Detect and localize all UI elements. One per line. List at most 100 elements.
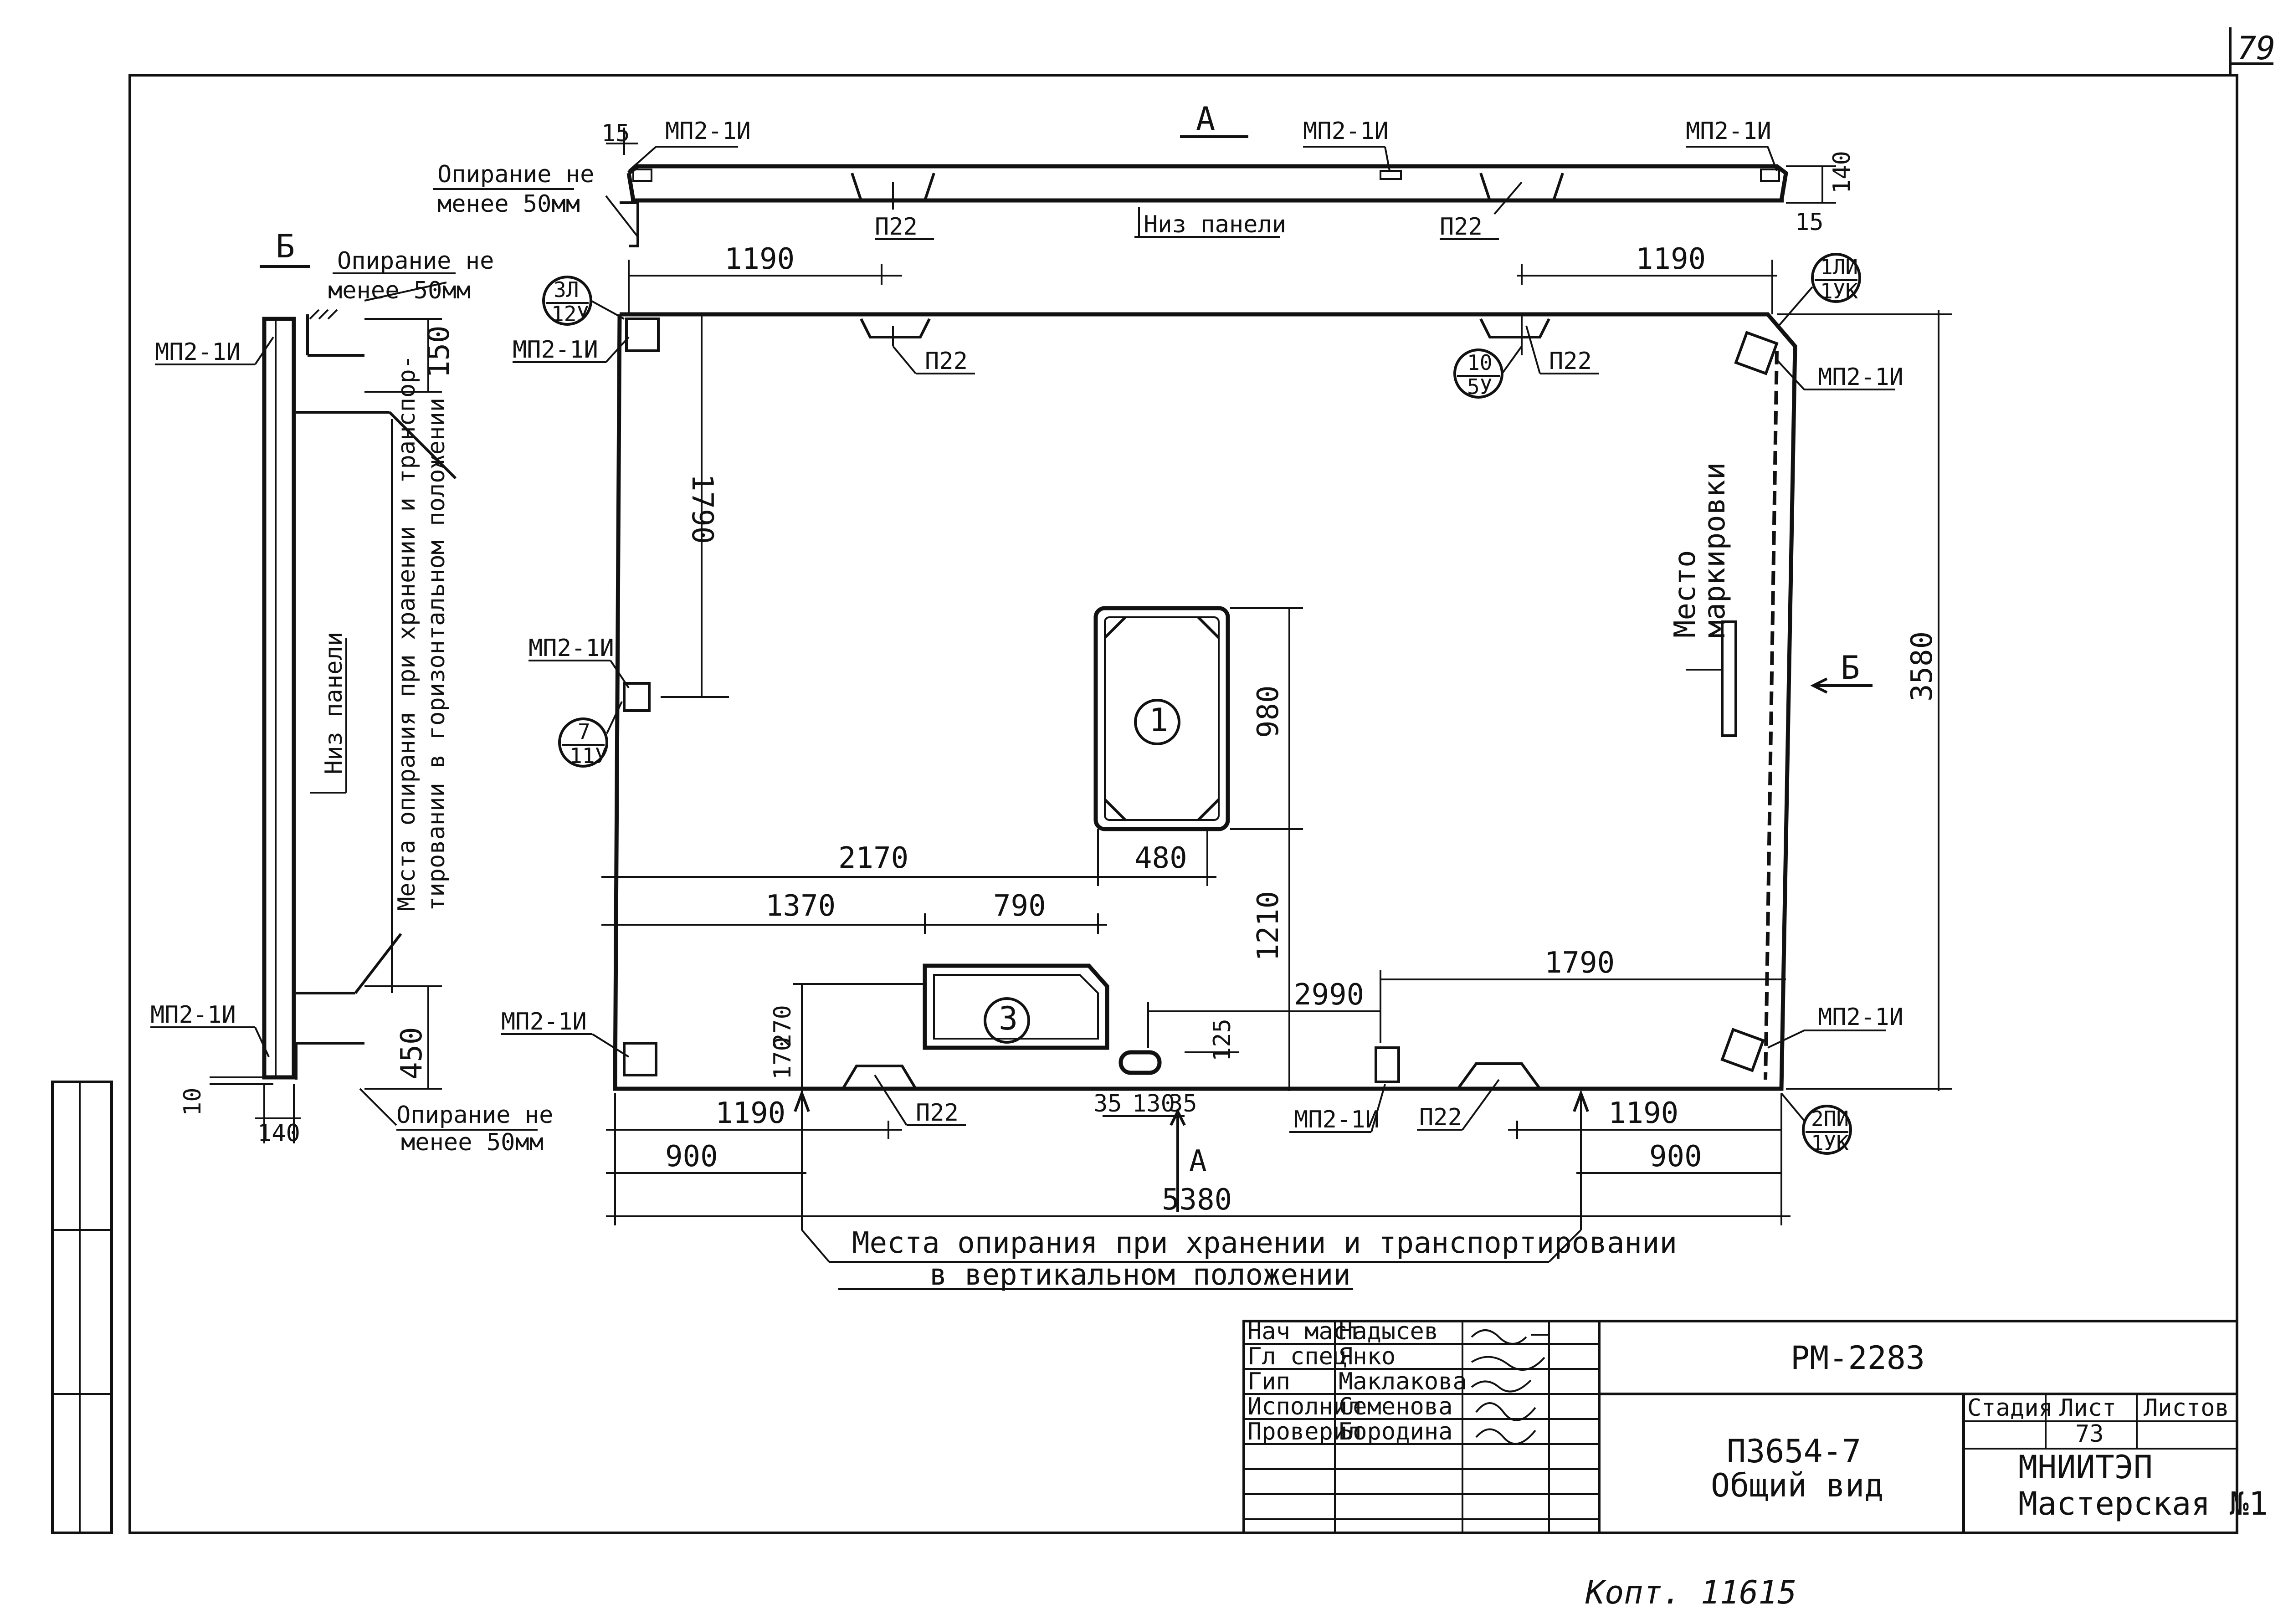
node-1li-top: 1ЛИ: [1820, 255, 1858, 279]
dim-35a: 35: [1093, 1090, 1122, 1117]
top-p22-left-label: П22: [875, 213, 918, 241]
node-3l-bottom: 12У: [551, 302, 589, 326]
role-0: Нач маст: [1247, 1318, 1361, 1345]
opening-3: 3: [923, 963, 1109, 1050]
dim-1190-top-left: 1190: [724, 242, 795, 276]
dim-1210: 1210: [1252, 891, 1285, 961]
node-2pi-bottom: 1УК: [1811, 1131, 1849, 1155]
side-dim-450: 450: [395, 1027, 429, 1080]
document-code: РМ-2283: [1791, 1339, 1925, 1377]
side-support-bottom-1: Опирание не: [396, 1101, 553, 1129]
dim-790: 790: [993, 889, 1046, 923]
dim-1190-bottom-left: 1190: [715, 1096, 785, 1130]
title-block: Нач маст Гл спец Гип Исполнил Проверил Н…: [1242, 1318, 2268, 1534]
product-title: Общий вид: [1711, 1467, 1883, 1504]
mp-top-left-label: МП2-1И: [513, 336, 598, 364]
name-0: Надысев: [1339, 1318, 1438, 1345]
vertical-note-1: Места опирания при хранении и транспорти…: [852, 1226, 1677, 1260]
section-b-arrow: Б: [1841, 649, 1860, 686]
side-support-bottom-2: менее 50мм: [401, 1129, 544, 1156]
mp-bottom-mid-label: МП2-1И: [1294, 1106, 1380, 1133]
section-a-arrow: А: [1189, 1144, 1207, 1178]
top-support-note-2: менее 50мм: [437, 190, 580, 218]
mp-bottom-right-label: МП2-1И: [1818, 1004, 1903, 1031]
dim-900-left: 900: [665, 1140, 718, 1173]
opening-1: 1: [1093, 606, 1230, 831]
side-dim-150: 150: [422, 325, 456, 378]
node-10-top: 10: [1467, 350, 1492, 375]
opening-3-label: 3: [999, 1000, 1018, 1037]
top-mp-left-label: МП2-1И: [665, 118, 751, 145]
side-mp-top: МП2-1И: [155, 338, 241, 366]
node-1li: 1ЛИ 1УК: [1776, 253, 1861, 329]
opening-1-label: 1: [1149, 702, 1168, 739]
side-bottom-label: Низ панели: [320, 632, 348, 774]
top-mp-right-label: МП2-1И: [1686, 118, 1771, 145]
node-10-bottom: 5У: [1467, 374, 1492, 399]
node-3l: 3Л 12У: [542, 276, 625, 326]
name-3: Семенова: [1339, 1393, 1452, 1420]
vertical-note-2: в вертикальном положении: [929, 1258, 1351, 1292]
dim-980: 980: [1252, 685, 1285, 738]
mp-top-right-label: МП2-1И: [1818, 364, 1903, 391]
dim-170: 170: [769, 1037, 796, 1080]
page-number: 79: [2237, 30, 2275, 67]
dim-1790-right: 1790: [1544, 946, 1615, 980]
p22-top-right-label: П22: [1549, 348, 1592, 375]
name-1: Янко: [1339, 1343, 1396, 1370]
side-dim-140: 140: [257, 1120, 300, 1147]
top-p22-right-label: П22: [1440, 213, 1483, 241]
slot: [1118, 1050, 1162, 1075]
dim-1190-bottom-right: 1190: [1608, 1096, 1678, 1130]
side-mp-bottom: МП2-1И: [150, 1001, 236, 1029]
dim-5380: 5380: [1162, 1183, 1232, 1217]
top-support-note-1: Опирание не: [437, 161, 594, 188]
section-a-view: А МП2-1И МП2-1И МП2-1И П22 П22 Низ панел…: [433, 100, 1856, 247]
handwritten-note: Копт. 11615: [1585, 1574, 1797, 1611]
sheet-frame: [51, 27, 2273, 1534]
node-3l-top: 3Л: [554, 277, 579, 302]
role-3: Исполнил: [1247, 1393, 1361, 1420]
dim-130: 130: [1132, 1090, 1175, 1117]
side-support-top-2: менее 50мм: [328, 277, 471, 304]
mp-bottom-left-label: МП2-1И: [501, 1008, 587, 1035]
org-line-1: МНИИТЭП: [2018, 1449, 2153, 1486]
p22-top-left-label: П22: [925, 348, 968, 375]
name-4: Бородина: [1339, 1418, 1452, 1445]
dim-3580: 3580: [1905, 631, 1939, 702]
section-b-view: Б Опирание не менее 50мм МП2-1И МП2-1И: [150, 228, 553, 1156]
side-horiz-note-1: Места опирания при хранении и транспор-: [393, 355, 421, 911]
panel-plan: 1 3 Место маркировки 1190 1190 1790: [501, 242, 1952, 1292]
signatures: [1471, 1329, 1549, 1445]
sheets-header: Листов: [2144, 1394, 2229, 1422]
dim-2170: 2170: [838, 841, 908, 875]
dim-1790-left: 1790: [685, 474, 719, 544]
node-2pi: 2ПИ 1УК: [1780, 1092, 1852, 1155]
node-7-top: 7: [578, 719, 590, 744]
product-code: П3654-7: [1727, 1433, 1861, 1470]
top-dim-140: 140: [1828, 151, 1856, 194]
dim-480: 480: [1134, 841, 1187, 875]
role-1: Гл спец: [1247, 1343, 1347, 1370]
role-4: Проверил: [1247, 1418, 1361, 1445]
section-b-label: Б: [276, 228, 295, 265]
node-10: 10 5У: [1453, 345, 1523, 399]
mp-mid-left-label: МП2-1И: [528, 635, 614, 662]
dim-2990: 2990: [1294, 978, 1364, 1012]
dim-270: 270: [769, 1005, 796, 1048]
node-1li-bottom: 1УК: [1820, 279, 1858, 303]
stage-header: Стадия: [1967, 1394, 2053, 1422]
dim-1370: 1370: [765, 889, 836, 923]
top-dim-15-right: 15: [1795, 209, 1824, 236]
name-2: Маклакова: [1339, 1368, 1467, 1395]
section-a-label: А: [1196, 100, 1215, 138]
p22-bottom-left-label: П22: [916, 1099, 959, 1127]
dim-35b: 35: [1169, 1090, 1197, 1117]
dim-125: 125: [1209, 1019, 1236, 1061]
side-horiz-note-2: тировании в горизонтальном положении: [423, 398, 450, 911]
top-bottom-label: Низ панели: [1144, 211, 1286, 238]
node-7-bottom: 11У: [570, 743, 607, 768]
role-2: Гип: [1247, 1368, 1290, 1395]
marking-place: [1721, 620, 1737, 737]
